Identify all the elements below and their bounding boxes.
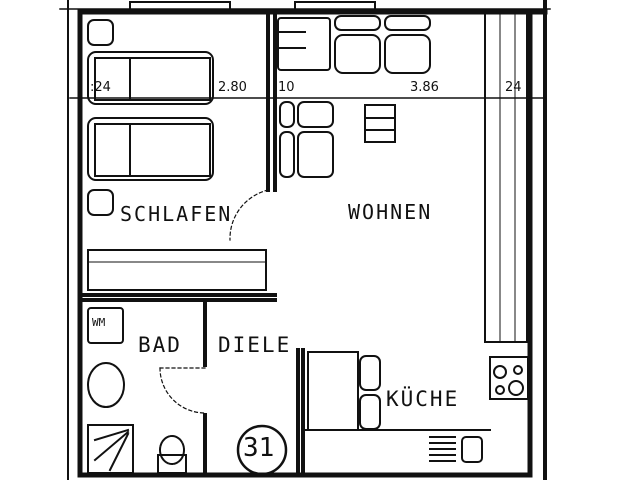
bath-fixtures	[87, 307, 187, 474]
room-label-bad: BAD	[138, 333, 182, 357]
wall-unit	[484, 11, 531, 343]
exterior-walls	[77, 9, 548, 478]
room-label-wohnen: WOHNEN	[348, 200, 433, 224]
room-label-kueche: KÜCHE	[386, 387, 460, 411]
kitchen-fixtures	[302, 351, 529, 463]
dimension-label: 3.86	[410, 80, 439, 95]
unit-number: 31	[243, 433, 275, 463]
dimension-label: :24	[90, 80, 111, 95]
interior-walls	[78, 10, 305, 477]
dimension-label: 24	[505, 80, 522, 95]
room-label-schlafen: SCHLAFEN	[120, 202, 233, 226]
room-label-diele: DIELE	[218, 333, 292, 357]
living-furniture	[277, 15, 431, 178]
unit-number-circle	[236, 424, 288, 476]
beds	[87, 19, 214, 216]
dimension-label: 2.80	[218, 80, 247, 95]
dimension-label: 10	[278, 80, 295, 95]
washing-machine-label: WM	[92, 316, 106, 329]
